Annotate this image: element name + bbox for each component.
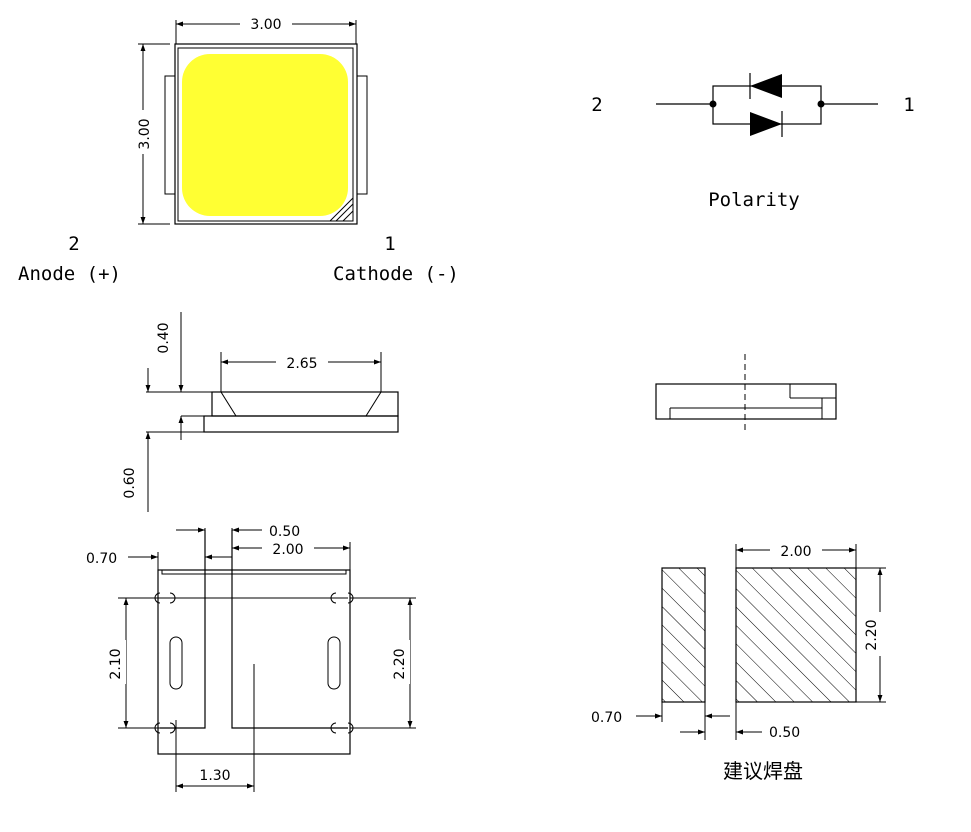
polarity-pin-1: 1	[903, 94, 914, 116]
footprint-title: 建议焊盘	[723, 759, 803, 783]
end-view	[655, 354, 837, 430]
bottom-pad-height-dim: 2.10	[108, 648, 124, 679]
cathode-label: Cathode (-)	[333, 263, 459, 285]
footprint-large-pad	[735, 567, 857, 703]
left-terminal	[164, 75, 176, 195]
top-height-dim: 3.00	[137, 118, 153, 149]
right-terminal	[356, 75, 368, 195]
side-upper-height-dim: 0.40	[156, 322, 172, 353]
top-width-dim: 3.00	[250, 17, 281, 33]
bottom-offset-dim: 1.30	[199, 768, 230, 784]
side-top-width-dim: 2.65	[286, 356, 317, 372]
bottom-view: 0.50 2.00 0.70 2.10	[86, 524, 416, 792]
pin2-number: 2	[68, 233, 79, 255]
footprint-pad-height-dim: 2.20	[864, 619, 880, 650]
side-view: 2.65 0.40 0.60	[122, 312, 399, 512]
footprint-pad-width-dim: 2.00	[780, 544, 811, 560]
pin1-number: 1	[384, 233, 395, 255]
side-lower-height-dim: 0.60	[122, 467, 138, 498]
footprint-small-pad-dim: 0.70	[591, 710, 622, 726]
slot-left	[169, 636, 183, 690]
diode-icon	[750, 112, 782, 136]
top-view: 3.00 3.00 2 1 Anode (+) Cathode (-)	[18, 14, 459, 285]
polarity-pin-2: 2	[591, 94, 602, 116]
slot-right	[327, 636, 341, 690]
bottom-small-pad-dim: 0.70	[86, 551, 117, 567]
anode-label: Anode (+)	[18, 263, 121, 285]
footprint-gap-dim: 0.50	[769, 725, 800, 741]
led-emitter	[182, 54, 348, 216]
bottom-pad-width-dim: 2.00	[272, 542, 303, 558]
bottom-gap-dim: 0.50	[269, 524, 300, 540]
footprint-view: 2.00 2.20 0.70 0.50 建议焊盘	[591, 542, 886, 783]
diode-icon	[750, 74, 782, 98]
footprint-small-pad	[661, 567, 706, 703]
polarity-diagram: 2 1 Polarity	[591, 73, 915, 211]
polarity-title: Polarity	[708, 189, 800, 211]
bottom-overall-height-dim: 2.20	[392, 648, 408, 679]
